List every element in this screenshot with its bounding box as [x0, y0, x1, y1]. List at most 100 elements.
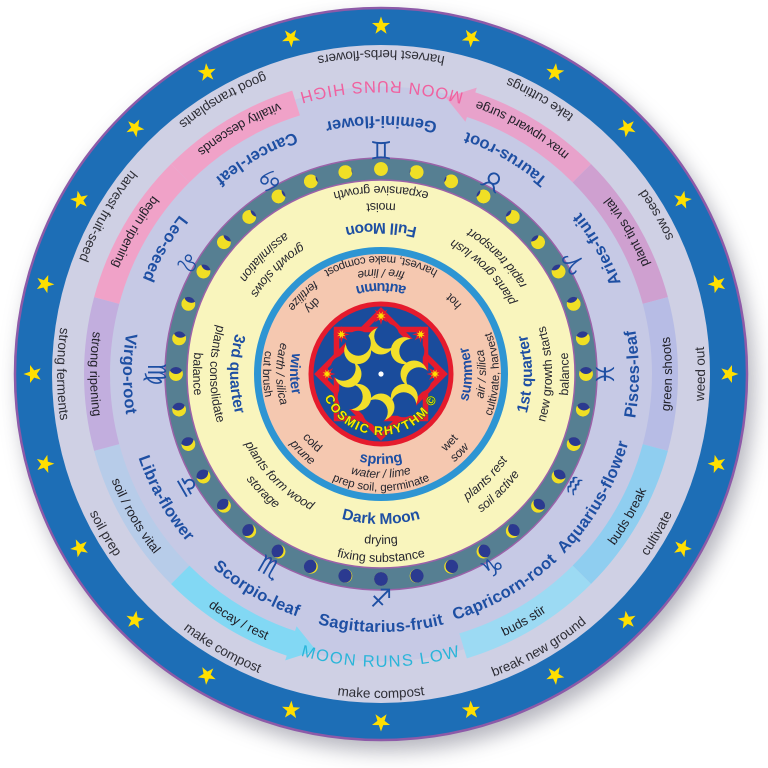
star-icon	[546, 63, 565, 81]
winter-label: winter	[286, 351, 304, 396]
moon-phase-dot	[216, 498, 231, 513]
band-scorpio-leaf	[170, 565, 298, 657]
moon-phase-dot	[575, 402, 590, 417]
moon-phase-dot	[551, 264, 566, 279]
starburst-icon	[332, 325, 350, 343]
star-icon	[126, 610, 145, 629]
zodiac-name-virgo: Virgo-root	[119, 332, 140, 415]
dark-moon-label: Dark Moon	[341, 506, 422, 528]
crescent-icon	[344, 330, 372, 365]
moon-phase-dot	[242, 209, 257, 224]
moon-phase-dot	[551, 469, 566, 484]
center-emblem: COSMIC RHYTHM ©	[308, 301, 454, 447]
first-quarter-label: 1st quarter	[514, 333, 536, 414]
moon-phase-dots	[169, 162, 593, 586]
moon-phase-dot	[172, 331, 187, 346]
moon-phase-dot	[303, 174, 318, 189]
star-icon	[461, 700, 480, 719]
crescent-icon	[390, 337, 425, 365]
wheel-body: harvest herbs-flowers take cuttings sow …	[13, 6, 749, 742]
first-quarter-line3: balance	[557, 352, 572, 396]
full-moon-line3: expansive growth	[332, 183, 430, 203]
dark-moon-line2: drying	[364, 532, 398, 547]
star-icon	[126, 119, 145, 138]
star-icon	[707, 275, 726, 294]
star-icon	[617, 610, 636, 629]
star-icon	[36, 275, 55, 294]
crescent-icon	[330, 355, 362, 388]
full-moon-line2: moist	[365, 200, 396, 215]
moon-phase-dot	[505, 524, 520, 539]
band-pisces-leaf	[642, 297, 678, 451]
star-icon	[197, 63, 216, 81]
pisces-icon: ♓	[591, 363, 620, 385]
moon-phase-dot	[216, 235, 231, 250]
moon-phase-dot	[181, 437, 196, 452]
moon-phase-dot	[409, 165, 424, 180]
crescent-icon	[367, 323, 400, 355]
band-arrow-icon	[445, 87, 477, 122]
star-icon	[617, 119, 636, 138]
moon-phase-dot	[303, 559, 318, 574]
winter-element: earth / silica	[273, 342, 291, 407]
star-icon	[70, 539, 88, 558]
band-leo-seed	[94, 163, 190, 305]
moon-phase-dot	[338, 568, 353, 583]
band-label-pisces: green shoots	[658, 336, 675, 412]
star-icon	[23, 364, 41, 384]
outer-rim-line	[13, 6, 749, 742]
band-capricorn-root	[459, 565, 592, 659]
sagittarius-icon: ♐	[370, 584, 392, 613]
crescent-icon	[337, 383, 372, 411]
moon-phase-dot	[338, 165, 353, 180]
third-quarter-label: 3rd quarter	[226, 333, 248, 416]
moon-phase-dot	[505, 209, 520, 224]
band-aquarius-flower	[572, 443, 668, 585]
winter-activity: cut brush	[260, 350, 274, 398]
band-cancer-leaf	[170, 90, 301, 183]
band-libra-flower	[94, 443, 190, 585]
starburst-cluster	[318, 307, 444, 383]
star-icon	[674, 539, 692, 558]
band-taurus-root	[464, 91, 592, 183]
spring-element: water / lime	[350, 463, 412, 481]
star-icon	[721, 364, 739, 384]
crescent-icon	[400, 360, 432, 393]
crescent-rosette	[330, 323, 432, 425]
moon-phase-dot	[444, 174, 459, 189]
crescent-icon	[390, 383, 418, 418]
full-moon-label: Full Moon	[344, 219, 418, 240]
spring-label: spring	[358, 450, 404, 468]
crescent-icon	[362, 393, 395, 425]
star-icon	[674, 190, 692, 209]
moon-phase-dot	[566, 437, 581, 452]
summer-label: summer	[456, 345, 476, 403]
star-icon	[282, 700, 301, 719]
moon-phase-dot	[196, 264, 211, 279]
band-virgo-root	[84, 297, 120, 451]
third-quarter-line2: plants consolidate	[207, 324, 228, 424]
star-icon	[282, 29, 301, 48]
starburst-icon	[372, 307, 390, 325]
star-icon	[707, 454, 726, 473]
first-quarter-line2: new growth starts	[534, 325, 555, 423]
band-aries-fruit	[572, 163, 668, 305]
summer-element: air / silica	[472, 348, 489, 399]
starburst-icon	[426, 365, 444, 383]
zodiac-name-pisces: Pisces-leaf	[621, 329, 643, 419]
moon-phase-dot	[444, 559, 459, 574]
autumn-element: fire / lime	[356, 266, 406, 283]
star-icon	[546, 667, 565, 685]
star-icon	[70, 190, 88, 209]
moon-phase-dot	[579, 367, 593, 381]
star-icon	[461, 29, 480, 48]
advice-sagittarius: make compost	[337, 683, 425, 701]
star-icon	[197, 667, 216, 685]
star-border	[23, 16, 739, 732]
advice-pisces: weed out	[692, 346, 708, 402]
gemini-icon: ♊	[370, 135, 392, 164]
moon-phase-dot	[172, 402, 187, 417]
band-label-virgo: strong ripening	[87, 331, 105, 417]
